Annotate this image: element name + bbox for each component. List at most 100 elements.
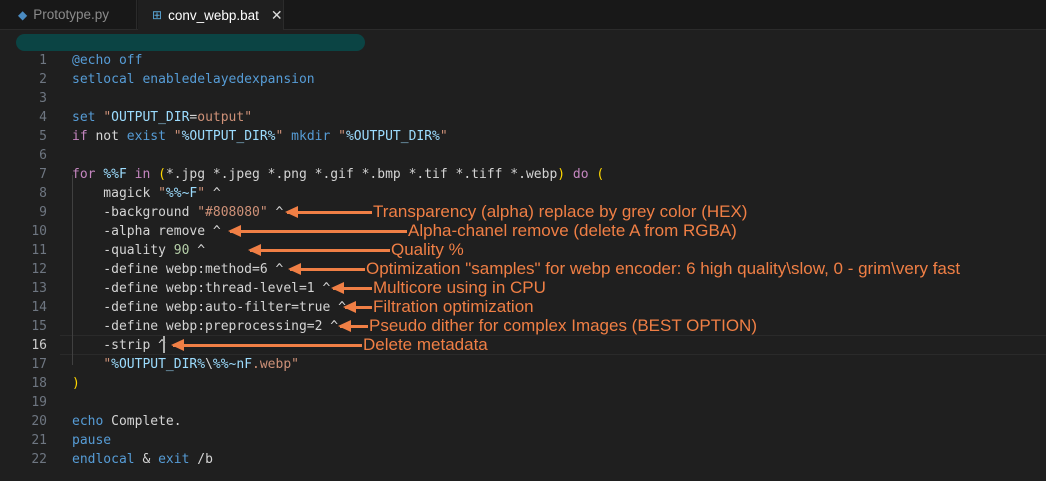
code-token: endlocal <box>72 452 143 467</box>
code-token: Complete. <box>111 414 182 429</box>
annotation-text: Quality % <box>391 240 464 259</box>
code-token: -strip ^ <box>72 338 166 353</box>
arrow-icon <box>228 224 407 237</box>
arrow-icon <box>288 262 365 275</box>
indent-guide <box>72 175 73 365</box>
code-line[interactable]: 7 for %%F in (*.jpg *.jpeg *.png *.gif *.… <box>0 165 1046 184</box>
code-line[interactable]: 19 <box>0 393 1046 412</box>
annotation-text: Alpha-chanel remove (delete A from RGBA) <box>408 221 737 240</box>
code-text: pause <box>72 431 111 450</box>
code-text: -define webp:preprocessing=2 ^ <box>72 317 338 336</box>
code-token: ) <box>72 376 80 391</box>
code-token: /b <box>197 452 213 467</box>
code-token: -define webp:thread-level=1 ^ <box>72 281 331 296</box>
tab-prototype-py[interactable]: ◆ Prototype.py <box>0 0 137 29</box>
line-number: 14 <box>31 300 47 315</box>
code-token: %%~F <box>165 186 198 201</box>
code-line[interactable]: 3 <box>0 89 1046 108</box>
code-token: exit <box>158 452 198 467</box>
code-token: %%~nF <box>212 357 253 372</box>
code-token <box>72 357 103 372</box>
close-icon[interactable]: ✕ <box>270 6 283 23</box>
code-line[interactable]: 20 echo Complete. <box>0 412 1046 431</box>
line-number: 19 <box>31 395 47 410</box>
code-line[interactable]: 2 setlocal enabledelayedexpansion <box>0 70 1046 89</box>
code-token: ^ <box>205 186 221 201</box>
code-token: ^ <box>267 205 284 220</box>
line-number: 7 <box>39 167 47 182</box>
annotation-text: Filtration optimization <box>373 297 534 316</box>
code-line[interactable]: 9 -background "#808080" ^ <box>0 203 1046 222</box>
code-text: setlocal enabledelayedexpansion <box>72 70 315 89</box>
code-line[interactable]: 11 -quality 90 ^ <box>0 241 1046 260</box>
code-line[interactable]: 14 -define webp:auto-filter=true ^ <box>0 298 1046 317</box>
code-token: @echo off <box>72 53 143 68</box>
code-token: set <box>72 110 104 125</box>
code-token: & <box>142 452 159 467</box>
code-token: if <box>72 129 96 144</box>
code-token: " <box>103 357 112 372</box>
code-token: ( <box>158 167 166 182</box>
code-token: in <box>126 167 159 182</box>
line-number: 9 <box>39 205 47 220</box>
line-number: 4 <box>39 110 47 125</box>
code-token: OUTPUT_DIR <box>111 110 190 125</box>
sticky-scroll-bar[interactable] <box>16 34 365 51</box>
windows-icon: ⊞ <box>152 8 163 22</box>
code-text: @echo off <box>72 51 142 70</box>
annotation-text: Optimization "samples" for webp encoder:… <box>366 259 961 278</box>
code-token: \ <box>205 357 213 372</box>
code-text: -alpha remove ^ <box>72 222 220 241</box>
line-number: 8 <box>39 186 47 201</box>
annotation: Alpha-chanel remove (delete A from RGBA) <box>228 221 737 241</box>
line-number: 20 <box>31 414 47 429</box>
code-line[interactable]: 18) <box>0 374 1046 393</box>
code-token: exist <box>126 129 174 144</box>
code-line[interactable]: 17 "%OUTPUT_DIR%\%%~nF.webp" <box>0 355 1046 374</box>
code-token: %OUTPUT_DIR% <box>345 129 440 144</box>
tab-label: conv_webp.bat <box>168 7 259 23</box>
code-token: magick <box>72 186 159 201</box>
code-line[interactable]: 6 <box>0 146 1046 165</box>
line-number: 1 <box>39 53 47 68</box>
code-token: -background <box>72 205 198 220</box>
text-cursor <box>163 336 165 353</box>
code-line[interactable]: 1 @echo off <box>0 51 1046 70</box>
arrow-icon <box>338 319 368 332</box>
python-icon: ◆ <box>18 7 28 22</box>
code-text: -strip ^ <box>72 336 166 355</box>
code-token: "#808080" <box>197 205 268 220</box>
code-line[interactable]: 8 magick "%%~F" ^ <box>0 184 1046 203</box>
code-token: " <box>103 110 112 125</box>
tab-conv-webp-bat[interactable]: ⊞ conv_webp.bat ✕ <box>138 0 284 30</box>
line-number: 16 <box>31 338 47 353</box>
annotation: Pseudo dither for complex Images (BEST O… <box>338 316 757 336</box>
code-token: .webp" <box>252 357 299 372</box>
code-text: -background "#808080" ^ <box>72 203 283 222</box>
line-number: 2 <box>39 72 47 87</box>
code-line[interactable]: 13 -define webp:thread-level=1 ^ <box>0 279 1046 298</box>
code-text: for %%F in (*.jpg *.jpeg *.png *.gif *.b… <box>72 165 604 184</box>
annotation: Filtration optimization <box>343 297 534 317</box>
annotation: Delete metadata <box>171 335 488 355</box>
code-text: "%OUTPUT_DIR%\%%~nF.webp" <box>72 355 299 374</box>
code-text: -quality 90 ^ <box>72 241 205 260</box>
code-token: echo <box>72 414 112 429</box>
line-number: 18 <box>31 376 47 391</box>
code-token: %%F <box>103 167 127 182</box>
line-number: 3 <box>39 91 47 106</box>
code-line[interactable]: 16 -strip ^ <box>0 336 1046 355</box>
annotation: Quality % <box>248 240 464 260</box>
code-line[interactable]: 10 -alpha remove ^ <box>0 222 1046 241</box>
code-token: setlocal enabledelayedexpansion <box>72 72 315 87</box>
code-token: %OUTPUT_DIR% <box>111 357 206 372</box>
arrow-icon <box>343 300 372 313</box>
code-line[interactable]: 12 -define webp:method=6 ^ <box>0 260 1046 279</box>
code-token: 90 <box>173 243 190 258</box>
code-line[interactable]: 15 -define webp:preprocessing=2 ^ <box>0 317 1046 336</box>
code-token: = <box>189 110 198 125</box>
